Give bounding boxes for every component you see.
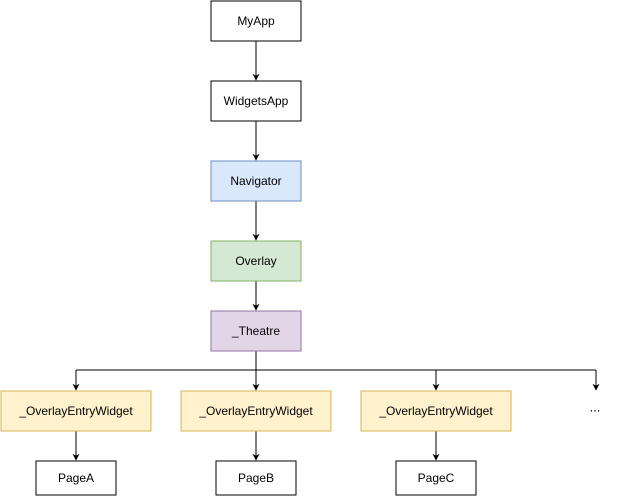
edges xyxy=(72,41,600,461)
node-overlay-entry-widget-b-box xyxy=(180,390,332,432)
node-overlay-box xyxy=(210,240,302,282)
node-overlay-entry-widget-c: _OverlayEntryWidget xyxy=(360,390,512,432)
node-overlay: Overlay xyxy=(210,240,302,282)
node-myapp-box xyxy=(210,0,302,42)
node-overlay-entry-widget-a-label: _OverlayEntryWidget xyxy=(18,404,133,418)
node-overlay-entry-widget-c-label: _OverlayEntryWidget xyxy=(378,404,493,418)
node-navigator-box xyxy=(210,160,302,202)
node-theatre-box xyxy=(210,310,302,352)
node-myapp: MyApp xyxy=(210,0,302,42)
node-page-b: PageB xyxy=(215,460,297,496)
node-page-c-label: PageC xyxy=(418,471,455,485)
node-navigator: Navigator xyxy=(210,160,302,202)
node-navigator-label: Navigator xyxy=(230,174,281,188)
node-page-b-label: PageB xyxy=(238,471,274,485)
node-page-c: PageC xyxy=(395,460,477,496)
node-page-b-box xyxy=(215,460,297,496)
node-page-a-label: PageA xyxy=(58,471,94,485)
node-widgetsapp: WidgetsApp xyxy=(210,80,302,122)
node-page-a: PageA xyxy=(35,460,117,496)
node-widgetsapp-box xyxy=(210,80,302,122)
node-overlay-entry-widget-b-label: _OverlayEntryWidget xyxy=(198,404,313,418)
node-theatre-label: _Theatre xyxy=(231,324,280,338)
node-theatre: _Theatre xyxy=(210,310,302,352)
node-overlay-entry-widget-c-box xyxy=(360,390,512,432)
node-myapp-label: MyApp xyxy=(237,14,275,28)
more-children-ellipsis: ... xyxy=(590,400,601,415)
node-page-c-box xyxy=(395,460,477,496)
node-overlay-entry-widget-a: _OverlayEntryWidget xyxy=(0,390,152,432)
node-page-a-box xyxy=(35,460,117,496)
node-widgetsapp-label: WidgetsApp xyxy=(224,94,289,108)
node-overlay-entry-widget-a-box xyxy=(0,390,152,432)
node-overlay-entry-widget-b: _OverlayEntryWidget xyxy=(180,390,332,432)
node-overlay-label: Overlay xyxy=(235,254,276,268)
